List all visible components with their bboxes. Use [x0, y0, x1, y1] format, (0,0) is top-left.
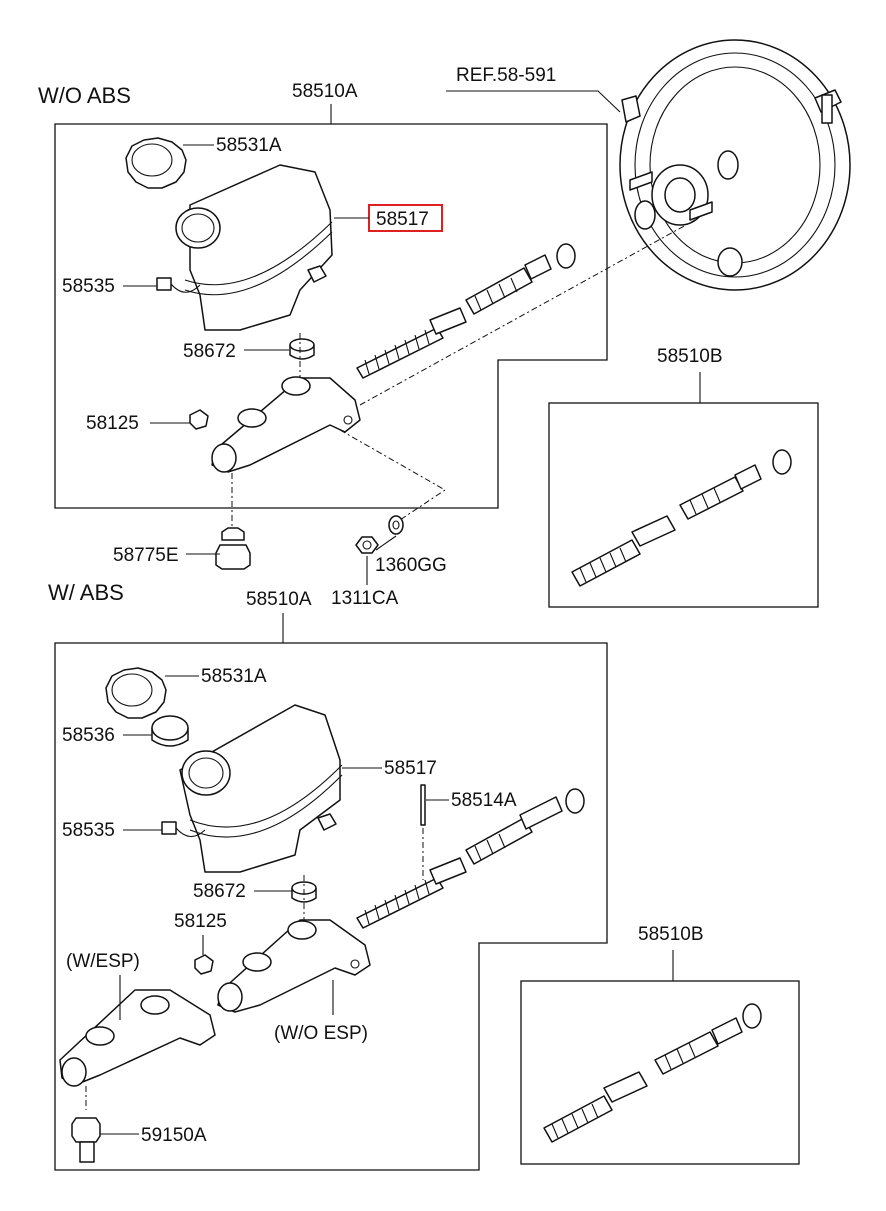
frame-without-abs: [54, 123, 608, 509]
label-59150a: 59150A: [141, 1125, 207, 1146]
label-58536: 58536: [62, 725, 115, 746]
label-58514a: 58514A: [451, 790, 517, 811]
label-1311ca: 1311CA: [331, 588, 399, 609]
label-58517-top: 58517: [376, 209, 429, 230]
reservoir-top: [175, 164, 333, 331]
level-sensor-top: [156, 277, 201, 293]
label-wo-esp: (W/O ESP): [274, 1023, 368, 1044]
piston-kit-58510b-bottom: [543, 1003, 762, 1143]
label-58775e: 58775E: [113, 545, 179, 566]
pin-58514a: [420, 784, 426, 826]
plug-top: [189, 409, 209, 430]
fitting-top: [215, 527, 251, 570]
level-sensor-bottom: [161, 821, 206, 838]
label-58510a-bottom: 58510A: [246, 589, 312, 610]
reservoir-cap-bottom: [105, 667, 167, 719]
master-cylinder-wo-esp: [217, 919, 371, 1013]
label-58672-bottom: 58672: [193, 881, 246, 902]
label-58531a-top: 58531A: [216, 135, 282, 156]
brake-booster: [619, 39, 851, 291]
piston-kit-top: [356, 243, 576, 379]
label-58517-bottom: 58517: [384, 758, 437, 779]
nut-1311ca: [355, 536, 379, 554]
frame-kit-top: [548, 402, 819, 608]
section-title-with-abs: W/ ABS: [48, 580, 124, 605]
label-58535-top: 58535: [62, 276, 115, 297]
frame-with-abs: [54, 642, 608, 1171]
label-58510b-bottom: 58510B: [638, 924, 704, 945]
plug-bottom: [194, 954, 214, 975]
piston-kit-58510b-top: [571, 449, 792, 587]
label-58510b-top: 58510B: [657, 346, 723, 367]
section-title-without-abs: W/O ABS: [38, 83, 131, 108]
label-58535-bottom: 58535: [62, 820, 115, 841]
label-1360gg: 1360GG: [375, 555, 447, 576]
strainer-58536: [151, 715, 189, 747]
label-58672-top: 58672: [183, 341, 236, 362]
piston-kit-bottom: [356, 788, 585, 929]
frame-kit-bottom: [520, 980, 800, 1165]
reservoir-cap-top: [125, 137, 187, 189]
reservoir-bottom: [179, 704, 343, 873]
label-58125-bottom: 58125: [174, 911, 227, 932]
label-w-esp: (W/ESP): [66, 951, 140, 972]
master-cylinder-w-esp: [59, 989, 216, 1087]
label-58125-top: 58125: [86, 413, 139, 434]
switch-59150a: [71, 1117, 101, 1163]
master-cylinder-top: [211, 376, 361, 473]
label-58531a-bottom: 58531A: [201, 666, 267, 687]
label-ref-58-591: REF.58-591: [456, 65, 556, 86]
washer-1360gg: [388, 515, 404, 535]
label-58510a-top: 58510A: [292, 81, 358, 102]
grommet-top: [289, 338, 315, 360]
